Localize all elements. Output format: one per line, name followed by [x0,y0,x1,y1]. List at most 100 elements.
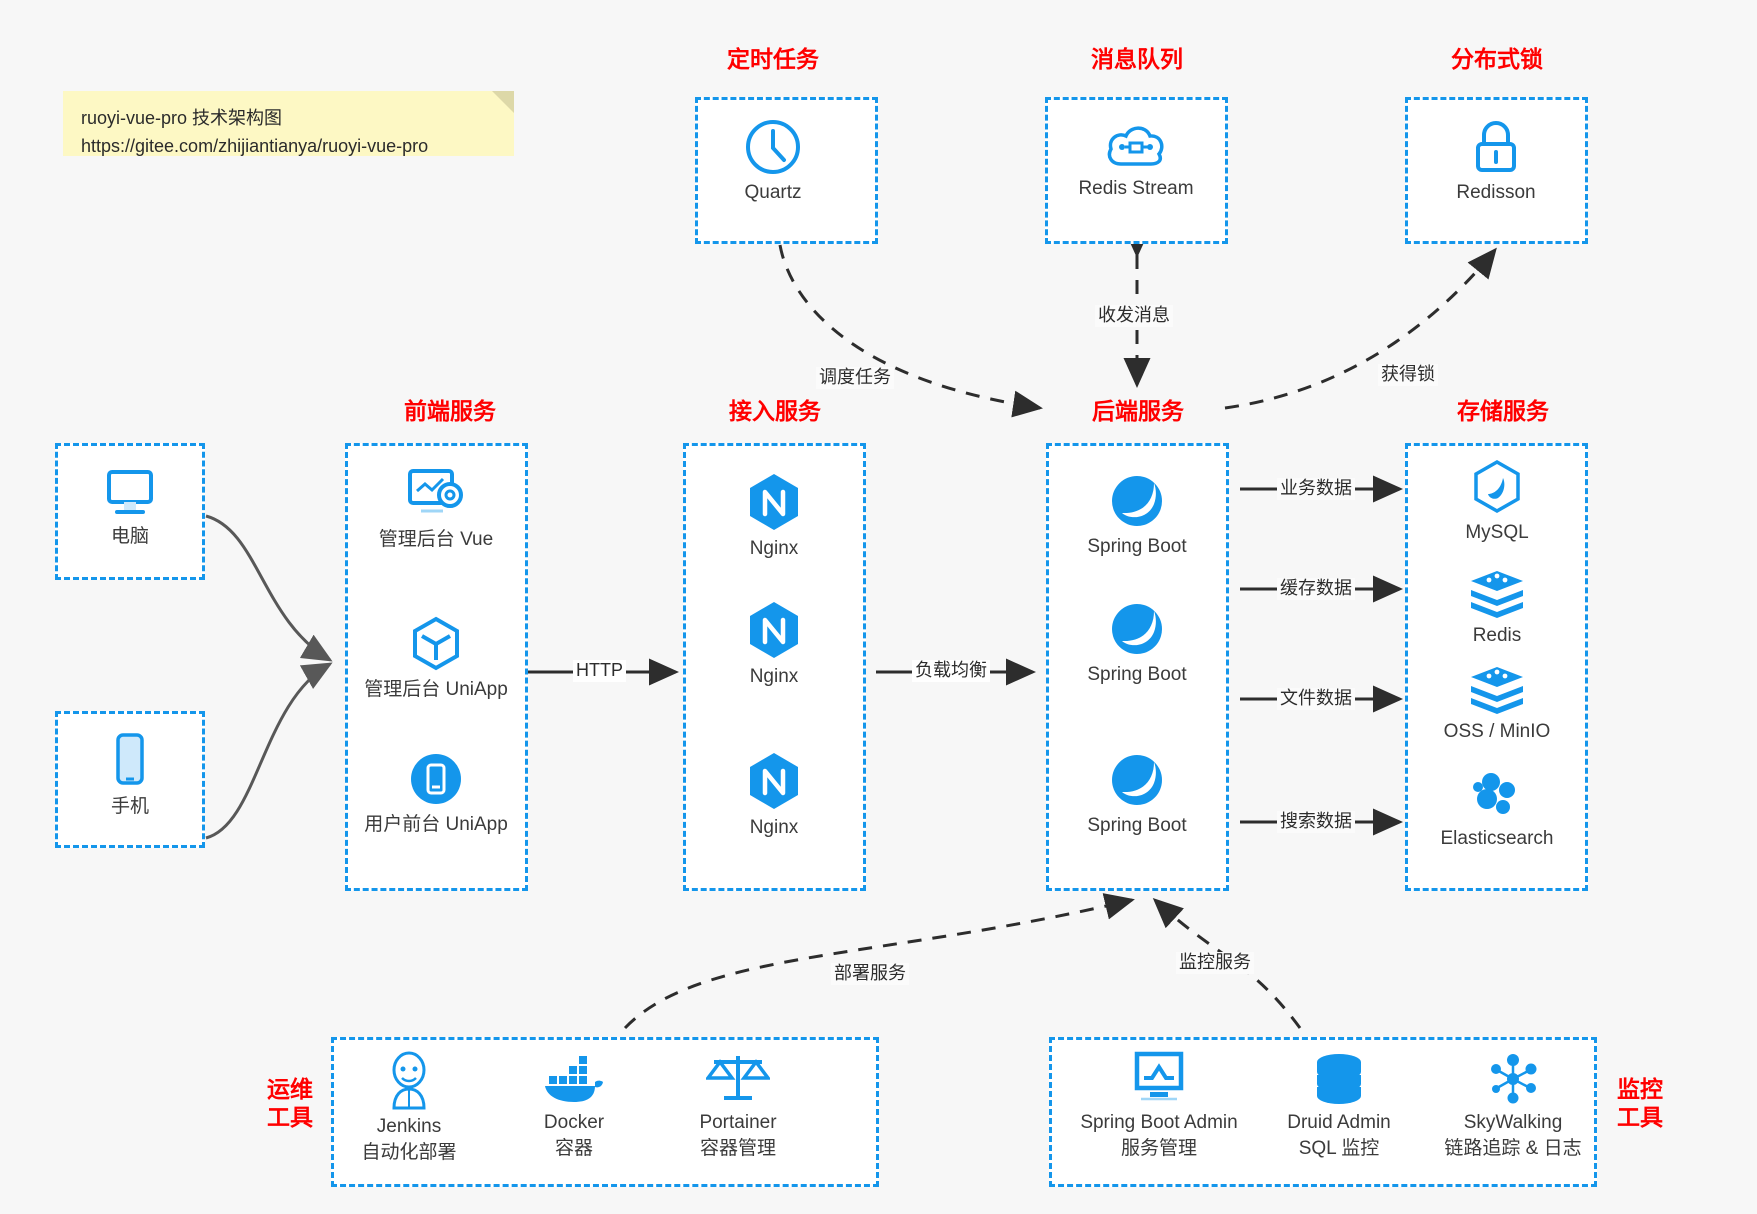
nginx-icon [689,600,859,660]
nginx-icon [689,472,859,532]
edge-label-load-balance: 负载均衡 [912,660,990,682]
edge-label-cache-data: 缓存数据 [1277,578,1355,600]
node-redisson[interactable]: Redisson [1411,118,1581,206]
desktop-icon [45,466,215,520]
redis-stack-icon [1412,567,1582,619]
node-label: Spring Boot [1087,815,1187,836]
node-admin-vue[interactable]: 管理后台 Vue [351,465,521,553]
node-redis-stream[interactable]: Redis Stream [1051,120,1221,202]
group-box-storage [1405,443,1588,891]
monitor-title-line2: 工具 [1617,1104,1663,1131]
node-label: Elasticsearch [1440,828,1554,849]
node-label: Nginx [749,817,799,838]
node-label: Redisson [1456,182,1536,203]
note-fold-corner [492,91,514,113]
node-label: Druid Admin [1287,1112,1391,1133]
node-oss-minio[interactable]: OSS / MinIO [1412,663,1582,745]
node-label: 电脑 [110,526,149,547]
edge-label-deploy-service: 部署服务 [831,963,909,985]
app-circle-icon [351,750,521,808]
node-sublabel: SQL 监控 [1298,1137,1380,1159]
note-title: ruoyi-vue-pro 技术架构图 [81,108,283,128]
node-label: OSS / MinIO [1443,721,1551,742]
database-icon [1254,1052,1424,1106]
node-jenkins[interactable]: Jenkins 自动化部署 [324,1050,494,1165]
spring-leaf-icon [1052,600,1222,658]
node-phone[interactable]: 手机 [45,732,215,820]
node-quartz[interactable]: Quartz [688,118,858,206]
node-label: Redis [1472,625,1522,646]
node-spring-boot-admin[interactable]: Spring Boot Admin 服务管理 [1064,1050,1254,1161]
node-nginx-2[interactable]: Nginx [689,600,859,690]
node-label: Quartz [744,182,802,203]
node-label: 管理后台 Vue [378,529,494,550]
node-user-uniapp[interactable]: 用户前台 UniApp [351,750,521,838]
node-sublabel: 服务管理 [1120,1137,1197,1159]
node-druid-admin[interactable]: Druid Admin SQL 监控 [1254,1052,1424,1161]
edge-label-http: HTTP [573,660,626,682]
node-springboot-2[interactable]: Spring Boot [1052,600,1222,688]
group-title-ops: 运维 工具 [255,1075,325,1132]
edge-label-file-data: 文件数据 [1277,688,1355,710]
dashboard-gear-icon [351,465,521,523]
node-computer[interactable]: 电脑 [45,466,215,550]
docker-whale-icon [489,1052,659,1106]
node-sublabel: 自动化部署 [361,1141,457,1163]
group-title-storage: 存储服务 [1428,397,1578,426]
cloud-network-icon [1051,120,1221,172]
edge-label-schedule-task: 调度任务 [816,367,894,389]
node-label: Spring Boot [1087,536,1187,557]
group-title-monitor: 监控 工具 [1605,1075,1675,1132]
node-label: 管理后台 UniApp [364,679,508,700]
node-sublabel: 容器 [554,1137,593,1159]
ops-title-line1: 运维 [267,1076,313,1102]
node-portainer[interactable]: Portainer 容器管理 [653,1050,823,1161]
edge-label-send-receive-message: 收发消息 [1095,305,1173,327]
group-title-mq: 消息队列 [1067,45,1207,74]
node-label: Docker [543,1112,605,1133]
edge-label-acquire-lock: 获得锁 [1378,364,1438,386]
node-nginx-1[interactable]: Nginx [689,472,859,562]
node-springboot-3[interactable]: Spring Boot [1052,751,1222,839]
lock-icon [1411,118,1581,176]
redis-stack-icon [1412,663,1582,715]
node-springboot-1[interactable]: Spring Boot [1052,472,1222,560]
nginx-icon [689,751,859,811]
mobile-icon [45,732,215,790]
diagram-note: ruoyi-vue-pro 技术架构图 https://gitee.com/zh… [63,91,514,156]
monitor-chart-icon [1064,1050,1254,1106]
node-mysql[interactable]: MySQL [1412,458,1582,546]
scales-icon [653,1050,823,1106]
node-sublabel: 链路追踪 & 日志 [1444,1137,1582,1159]
network-graph-icon [1423,1052,1603,1106]
group-title-backend: 后端服务 [1063,397,1213,426]
node-label: Jenkins [376,1116,442,1137]
note-url: https://gitee.com/zhijiantianya/ruoyi-vu… [81,135,429,156]
node-nginx-3[interactable]: Nginx [689,751,859,841]
node-label: Portainer [699,1112,777,1133]
edge-label-monitor-service: 监控服务 [1176,952,1254,974]
edge-label-search-data: 搜索数据 [1277,811,1355,833]
node-sublabel: 容器管理 [699,1137,776,1159]
node-label: Nginx [749,538,799,559]
ops-title-line2: 工具 [267,1104,313,1131]
node-skywalking[interactable]: SkyWalking 链路追踪 & 日志 [1423,1052,1603,1161]
jenkins-butler-icon [324,1050,494,1110]
node-label: 手机 [110,796,149,817]
node-admin-uniapp[interactable]: 管理后台 UniApp [351,615,521,703]
node-elasticsearch[interactable]: Elasticsearch [1412,768,1582,852]
edge-label-business-data: 业务数据 [1277,478,1355,500]
elasticsearch-icon [1412,768,1582,822]
mysql-dolphin-icon [1412,458,1582,516]
node-label: Redis Stream [1078,178,1194,199]
node-label: MySQL [1465,522,1529,543]
group-box-scheduler [695,97,878,244]
node-label: Spring Boot Admin [1080,1112,1238,1133]
node-redis[interactable]: Redis [1412,567,1582,649]
group-box-mq [1045,97,1228,244]
node-label: SkyWalking [1463,1112,1563,1133]
node-docker[interactable]: Docker 容器 [489,1052,659,1161]
group-title-scheduler: 定时任务 [703,45,843,74]
clock-icon [688,118,858,176]
